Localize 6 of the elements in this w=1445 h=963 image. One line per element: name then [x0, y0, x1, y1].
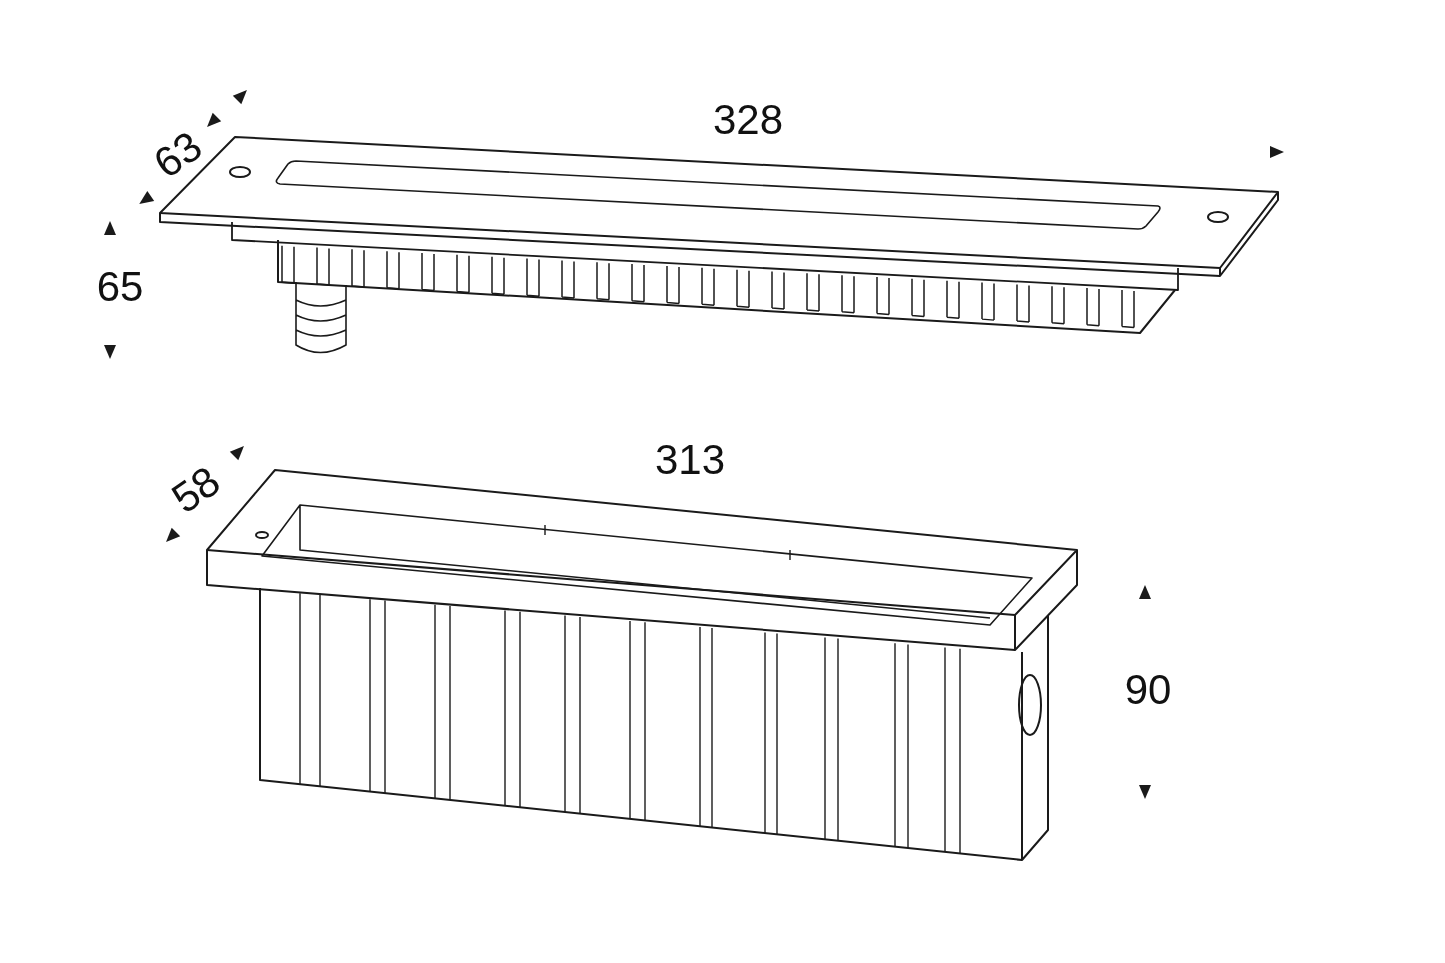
dimension-label: 90: [1124, 669, 1172, 711]
dimension-label: 313: [654, 439, 726, 481]
dimension-label: 58: [164, 459, 228, 521]
dimension-label: 63: [146, 124, 210, 186]
dimension-label: 328: [712, 99, 784, 141]
dimension-label: 65: [96, 266, 144, 308]
